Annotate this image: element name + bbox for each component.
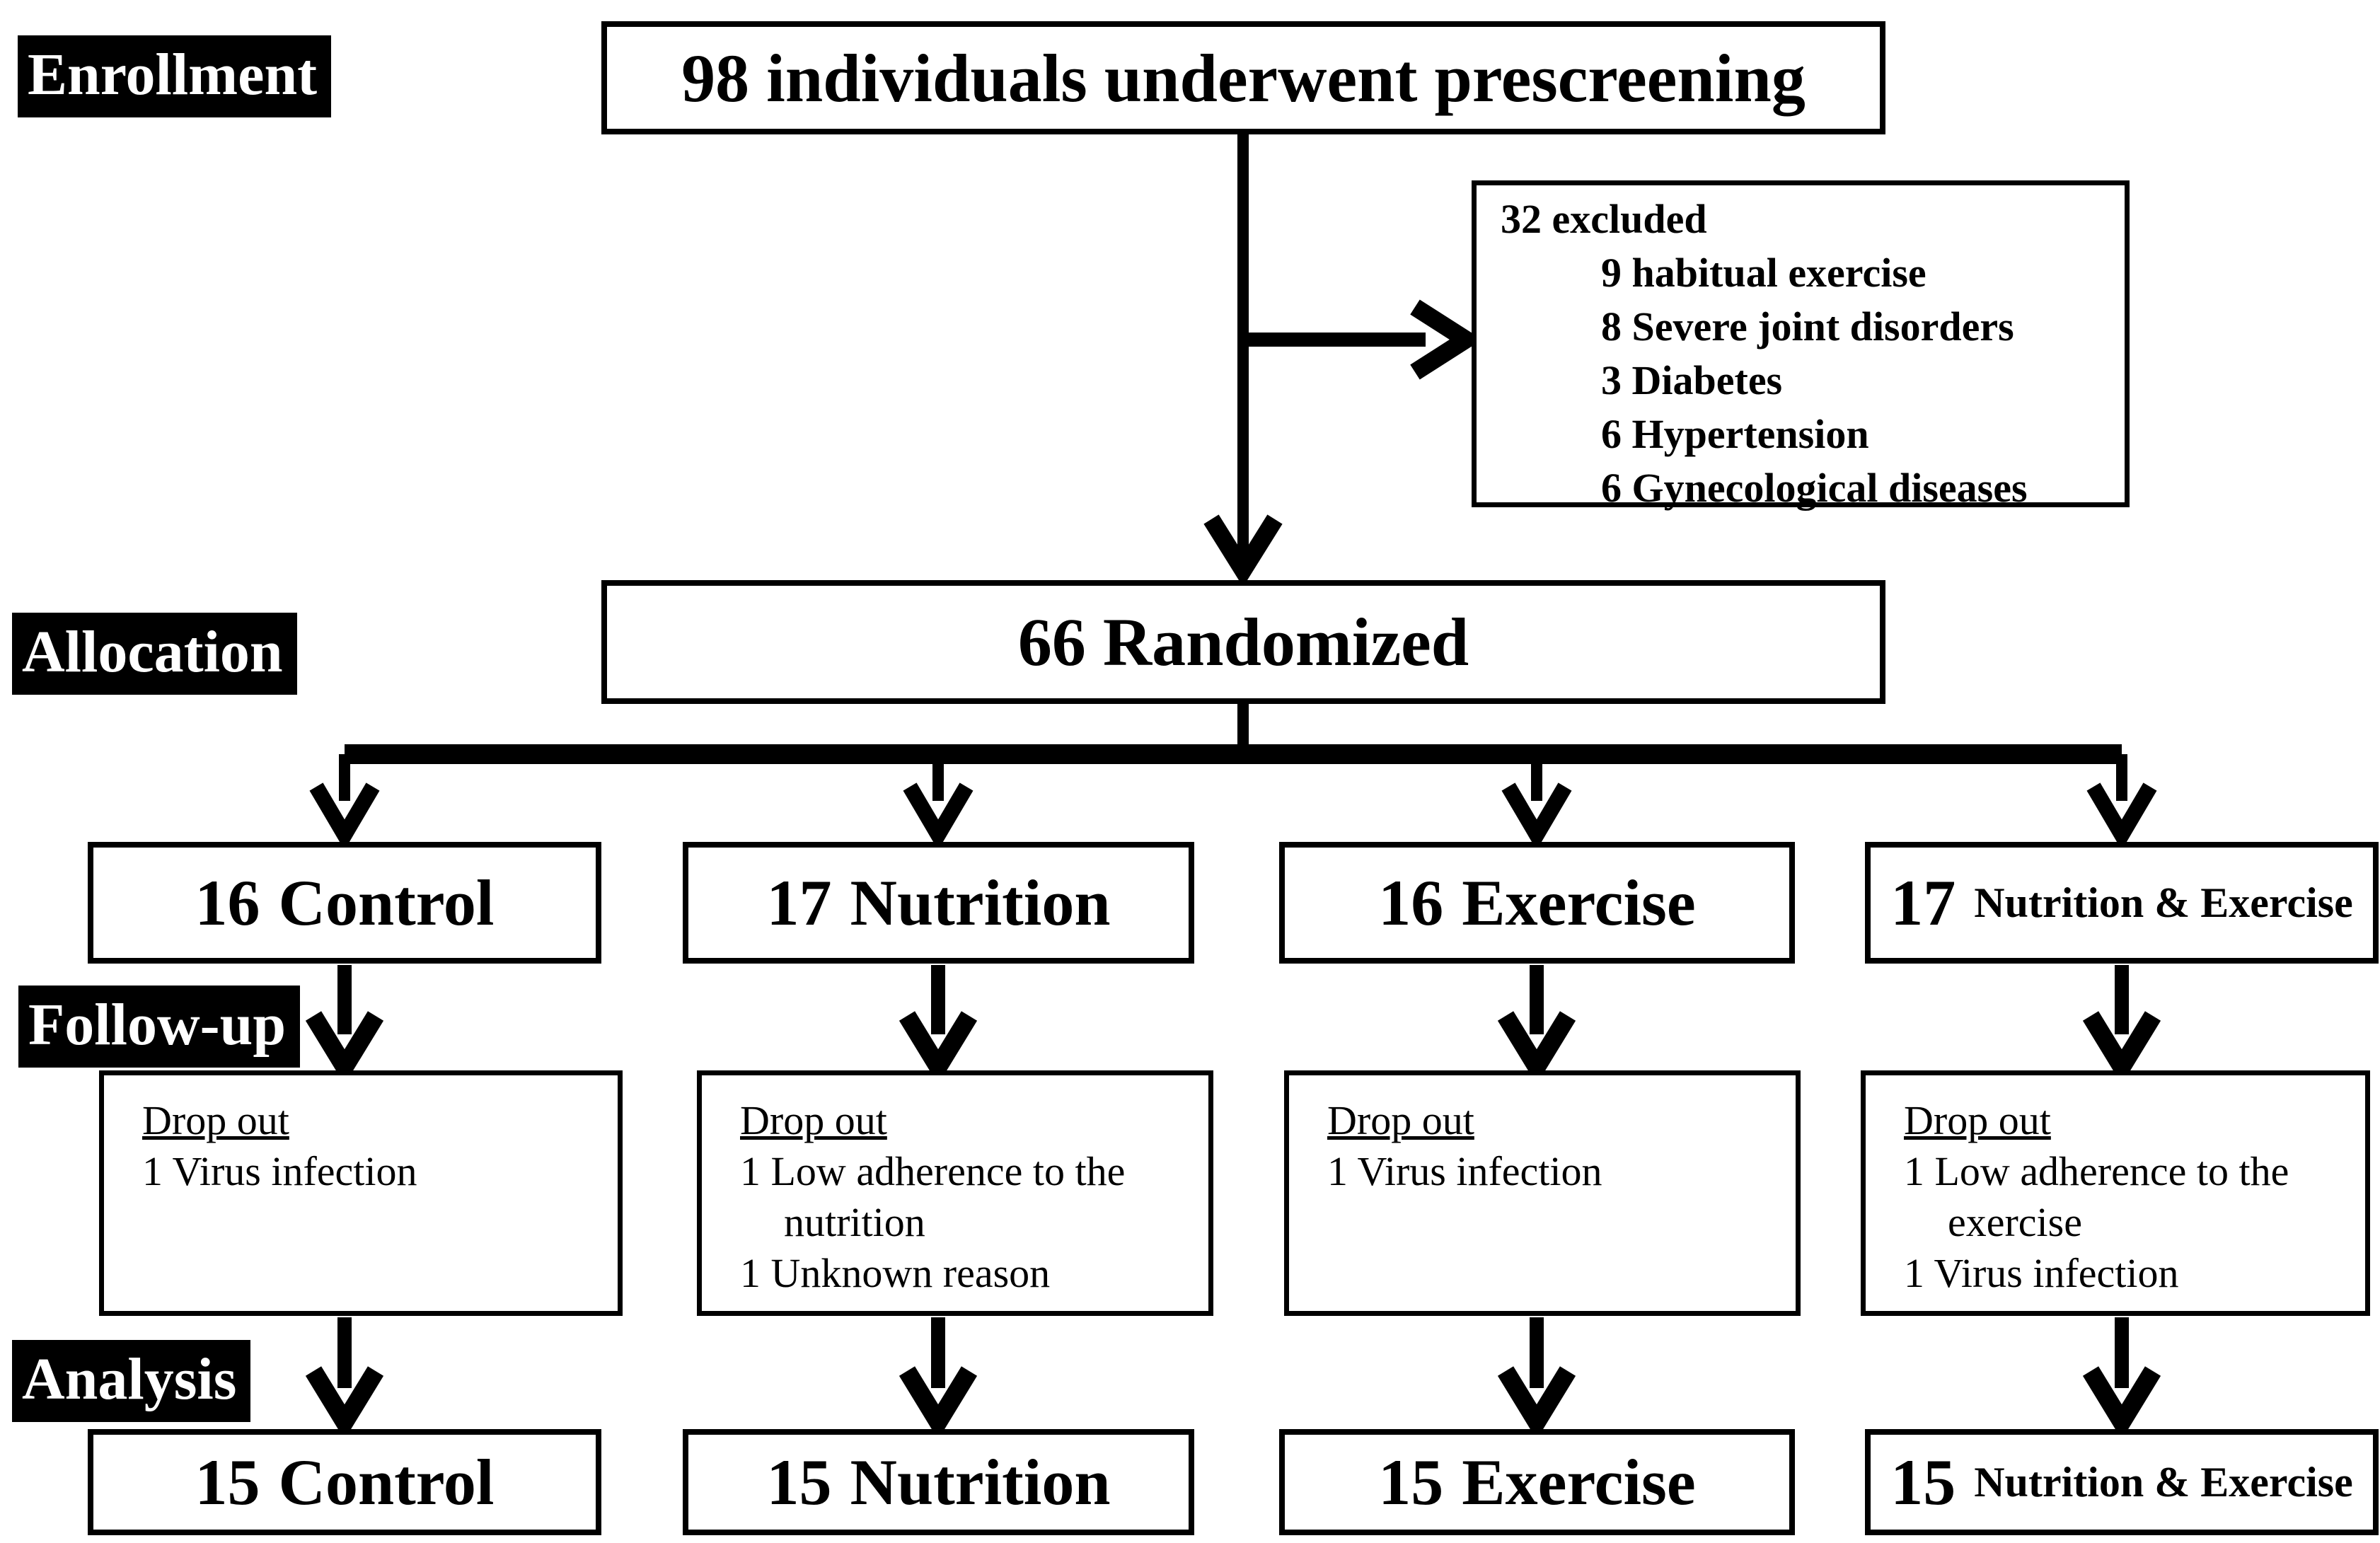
group-count: 15 xyxy=(766,1446,832,1518)
dropout-box-exercise: Drop out 1 Virus infection xyxy=(1284,1070,1801,1316)
group-count: 15 xyxy=(195,1446,260,1518)
excluded-reason: 3 Diabetes xyxy=(1601,357,1783,403)
group-count: 17 xyxy=(1890,867,1956,939)
dropout-box-control: Drop out 1 Virus infection xyxy=(99,1070,623,1316)
group-name: Exercise xyxy=(1462,1446,1696,1518)
dropout-box-nutrition-exercise: Drop out 1 Low adherence to the exercise… xyxy=(1861,1070,2370,1316)
group-name: Nutrition xyxy=(850,1446,1111,1518)
excluded-box: 32 excluded 9 habitual exercise 8 Severe… xyxy=(1472,180,2130,511)
dropout-reason: 1 Virus infection xyxy=(1327,1148,1602,1194)
randomized-box: 66 Randomized xyxy=(601,580,1885,704)
analysis-box-control: 15 Control xyxy=(88,1429,601,1535)
excluded-reason: 8 Severe joint disorders xyxy=(1601,304,2014,349)
prescreening-box: 98 individuals underwent prescreening xyxy=(601,21,1885,134)
group-name: Nutrition xyxy=(850,867,1111,939)
group-name: Control xyxy=(278,867,495,939)
group-name: Control xyxy=(278,1446,495,1518)
stage-label-allocation: Allocation xyxy=(12,613,297,695)
allocation-box-nutrition: 17 Nutrition xyxy=(683,842,1194,964)
group-name: Nutrition & Exercise xyxy=(1974,879,2353,926)
analysis-box-nutrition-exercise: 15 Nutrition & Exercise xyxy=(1865,1429,2379,1535)
group-count: 15 xyxy=(1890,1446,1956,1518)
group-count: 15 xyxy=(1378,1446,1444,1518)
dropout-box-nutrition: Drop out 1 Low adherence to the nutritio… xyxy=(697,1070,1213,1316)
group-count: 17 xyxy=(766,867,832,939)
stage-label-enrollment: Enrollment xyxy=(18,35,332,117)
excluded-title: 32 excluded xyxy=(1501,196,1707,242)
excluded-reason: 9 habitual exercise xyxy=(1601,250,1926,296)
allocation-box-control: 16 Control xyxy=(88,842,601,964)
stage-label-follow-up: Follow-up xyxy=(18,986,301,1068)
dropout-title: Drop out xyxy=(1904,1097,2051,1143)
dropout-title: Drop out xyxy=(142,1097,289,1143)
dropout-reason: 1 Low adherence to the exercise xyxy=(1904,1148,2289,1245)
group-name: Nutrition & Exercise xyxy=(1974,1458,2353,1506)
group-count: 16 xyxy=(195,867,260,939)
dropout-reason: 1 Low adherence to the nutrition xyxy=(740,1148,1126,1245)
group-count: 16 xyxy=(1378,867,1444,939)
stage-label-analysis: Analysis xyxy=(12,1340,251,1422)
analysis-box-exercise: 15 Exercise xyxy=(1279,1429,1795,1535)
dropout-reason: 1 Unknown reason xyxy=(740,1250,1051,1296)
analysis-box-nutrition: 15 Nutrition xyxy=(683,1429,1194,1535)
dropout-reason: 1 Virus infection xyxy=(1904,1250,2179,1296)
allocation-box-nutrition-exercise: 17 Nutrition & Exercise xyxy=(1865,842,2379,964)
excluded-reason: 6 Hypertension xyxy=(1601,411,1869,457)
group-name: Exercise xyxy=(1462,867,1696,939)
allocation-box-exercise: 16 Exercise xyxy=(1279,842,1795,964)
excluded-reason: 6 Gynecological diseases xyxy=(1601,465,2028,511)
dropout-title: Drop out xyxy=(1327,1097,1474,1143)
dropout-title: Drop out xyxy=(740,1097,887,1143)
dropout-reason: 1 Virus infection xyxy=(142,1148,417,1194)
